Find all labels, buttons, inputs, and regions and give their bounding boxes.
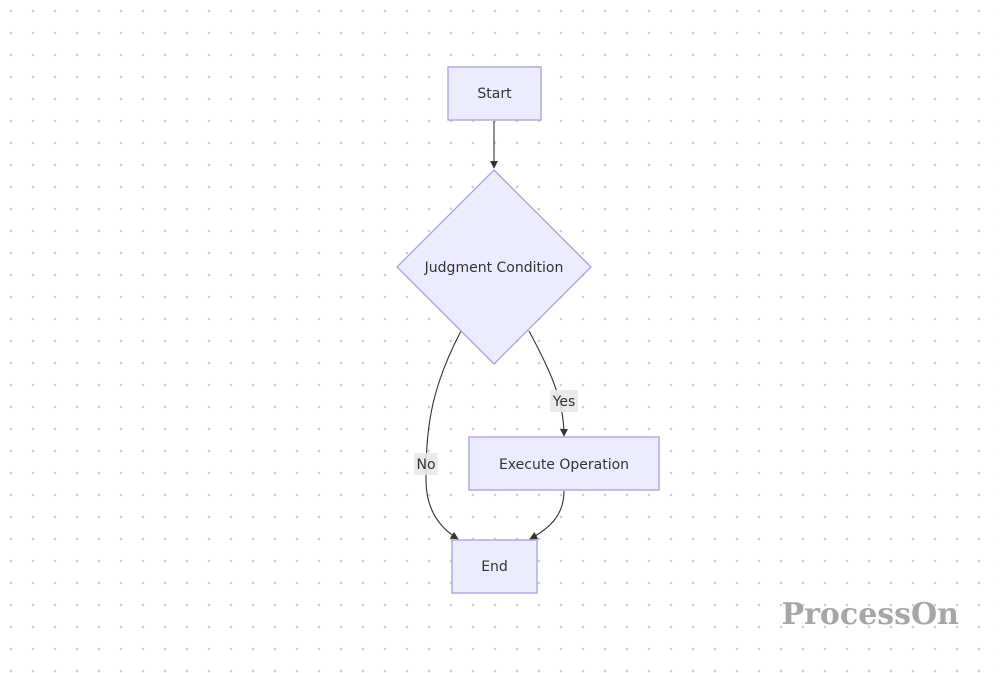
node-end[interactable]: End [451,539,538,594]
processon-watermark: ProcessOn [782,597,960,632]
edge-judgment-to-execute [528,330,568,437]
edge-label-yes: Yes [550,390,578,412]
no-label: No [416,457,435,473]
node-execute[interactable]: Execute Operation [468,436,660,491]
edge-judgment-to-end [425,330,462,540]
edge-label-no: No [414,453,438,475]
node-execute-label: Execute Operation [499,457,629,473]
node-start-label: Start [477,86,512,102]
node-judgment-label: Judgment Condition [424,260,564,276]
node-judgment[interactable]: Judgment Condition [396,169,592,365]
yes-label: Yes [552,394,576,410]
node-end-label: End [481,559,508,575]
edge-execute-to-end [529,490,565,540]
node-start[interactable]: Start [447,66,542,121]
